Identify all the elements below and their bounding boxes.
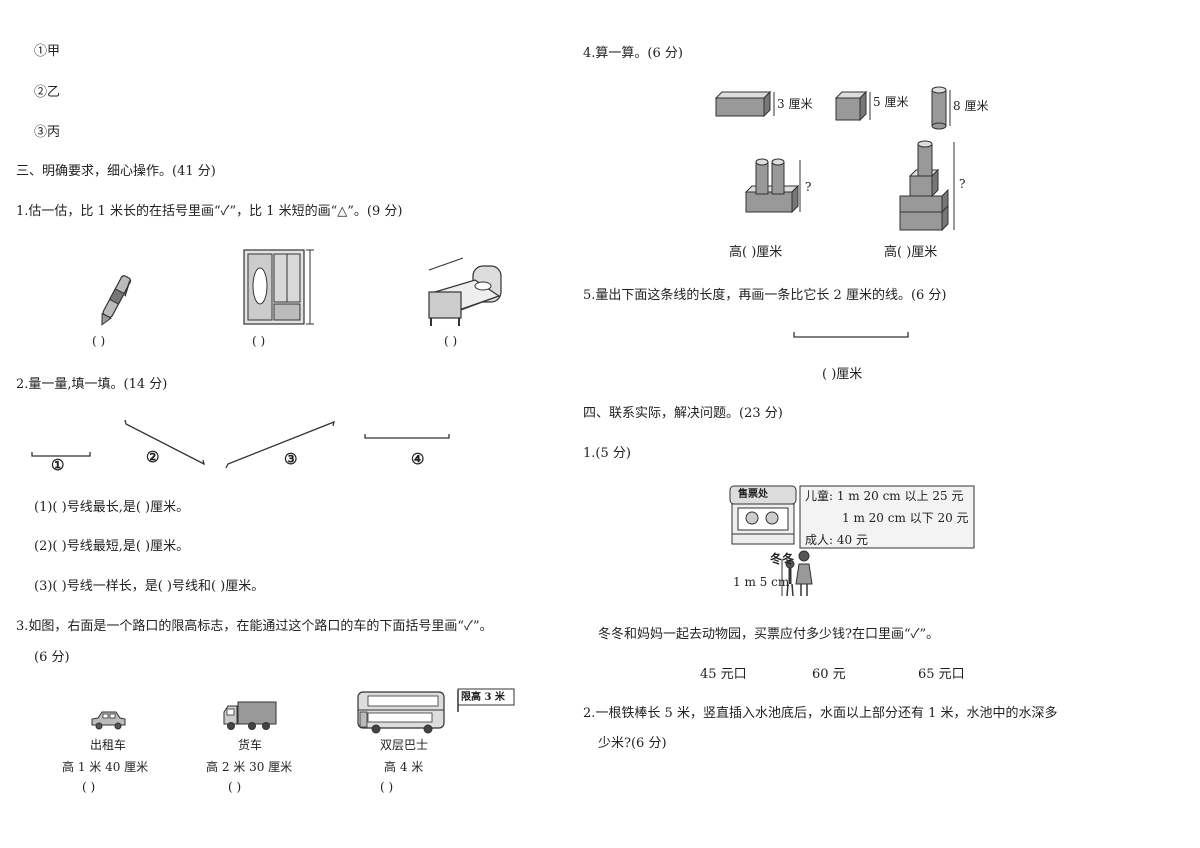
taxi-illustration <box>91 711 126 730</box>
q4-answer-2[interactable]: 高( )厘米 <box>884 245 938 260</box>
question-mark-1: ? <box>805 180 812 194</box>
line-label-2: ② <box>146 448 160 466</box>
q5-answer[interactable]: ( )厘米 <box>822 367 863 382</box>
q5-measure-line <box>793 332 909 338</box>
price-child-below: 1 m 20 cm 以下 20 元 <box>842 511 969 525</box>
choice-60[interactable]: 60 元 <box>812 667 846 682</box>
height-limit-sign <box>457 688 515 712</box>
q1-blank-pen[interactable]: ( ) <box>92 334 106 348</box>
q3-text: 3.如图，右面是一个路口的限高标志，在能通过这个路口的车的下面括号里画“✓”。 <box>16 619 493 634</box>
wardrobe-illustration <box>243 249 314 325</box>
question-mark-2: ? <box>959 177 966 191</box>
bus-name: 双层巴士 <box>380 738 429 752</box>
option-a: ①甲 <box>34 44 61 59</box>
truck-height: 高 2 米 30 厘米 <box>206 760 293 774</box>
block-label-8cm: 8 厘米 <box>953 99 989 113</box>
q1-blank-bed[interactable]: ( ) <box>444 334 458 348</box>
q1-blank-wardrobe[interactable]: ( ) <box>252 334 266 348</box>
taxi-name: 出租车 <box>90 738 127 752</box>
line-label-1: ① <box>51 456 65 474</box>
q2-text: 2.量一量,填一填。(14 分) <box>16 377 168 392</box>
q3-score: (6 分) <box>34 650 70 665</box>
q2-sub-1: (1)( )号线最长,是( )厘米。 <box>34 500 190 515</box>
block-label-5cm: 5 厘米 <box>873 95 909 109</box>
bed-illustration <box>428 257 502 326</box>
truck-blank[interactable]: ( ) <box>228 780 242 794</box>
q5-text: 5.量出下面这条线的长度，再画一条比它长 2 厘米的线。(6 分) <box>583 288 947 303</box>
block-label-3cm: 3 厘米 <box>777 97 813 111</box>
section3-title: 三、明确要求，细心操作。(41 分) <box>16 164 216 179</box>
price-adult: 成人: 40 元 <box>805 533 868 547</box>
booth-sign: 售票处 <box>738 489 768 500</box>
option-c: ③丙 <box>34 125 61 140</box>
height-limit-text: 限高 3 米 <box>461 692 505 703</box>
q4-answer-1[interactable]: 高( )厘米 <box>729 245 783 260</box>
choice-65[interactable]: 65 元口 <box>918 667 965 682</box>
q2-sub-2: (2)( )号线最短,是( )厘米。 <box>34 539 190 554</box>
price-child-above: 儿童: 1 m 20 cm 以上 25 元 <box>805 489 964 503</box>
option-b: ②乙 <box>34 85 61 100</box>
line-label-4: ④ <box>411 450 425 468</box>
truck-name: 货车 <box>238 738 263 752</box>
taxi-blank[interactable]: ( ) <box>82 780 96 794</box>
taxi-height: 高 1 米 40 厘米 <box>62 760 149 774</box>
pen-illustration <box>101 275 132 326</box>
section4-title: 四、联系实际，解决问题。(23 分) <box>583 406 783 421</box>
p1-question: 冬冬和妈妈一起去动物园，买票应付多少钱?在口里画“✓”。 <box>598 627 940 642</box>
child-height: 1 m 5 cm <box>733 575 790 589</box>
ticket-booth-scene <box>729 485 975 597</box>
child-name: 冬冬 <box>770 552 795 566</box>
p1-text: 1.(5 分) <box>583 446 631 461</box>
q1-text: 1.估一估，比 1 米长的在括号里画“✓”，比 1 米短的画“△”。(9 分) <box>16 204 403 219</box>
line-label-3: ③ <box>284 450 298 468</box>
bus-height: 高 4 米 <box>384 760 424 774</box>
p2-line2: 少米?(6 分) <box>598 736 667 751</box>
choice-45[interactable]: 45 元口 <box>700 667 747 682</box>
q4-blocks <box>714 86 955 232</box>
q2-lines <box>31 419 450 469</box>
q2-sub-3: (3)( )号线一样长，是( )号线和( )厘米。 <box>34 579 265 594</box>
truck-illustration <box>223 701 277 730</box>
p2-line1: 2.一根铁棒长 5 米，竖直插入水池底后，水面以上部分还有 1 米，水池中的水深… <box>583 706 1058 721</box>
bus-blank[interactable]: ( ) <box>380 780 394 794</box>
q4-text: 4.算一算。(6 分) <box>583 46 683 61</box>
bus-illustration <box>357 691 445 734</box>
